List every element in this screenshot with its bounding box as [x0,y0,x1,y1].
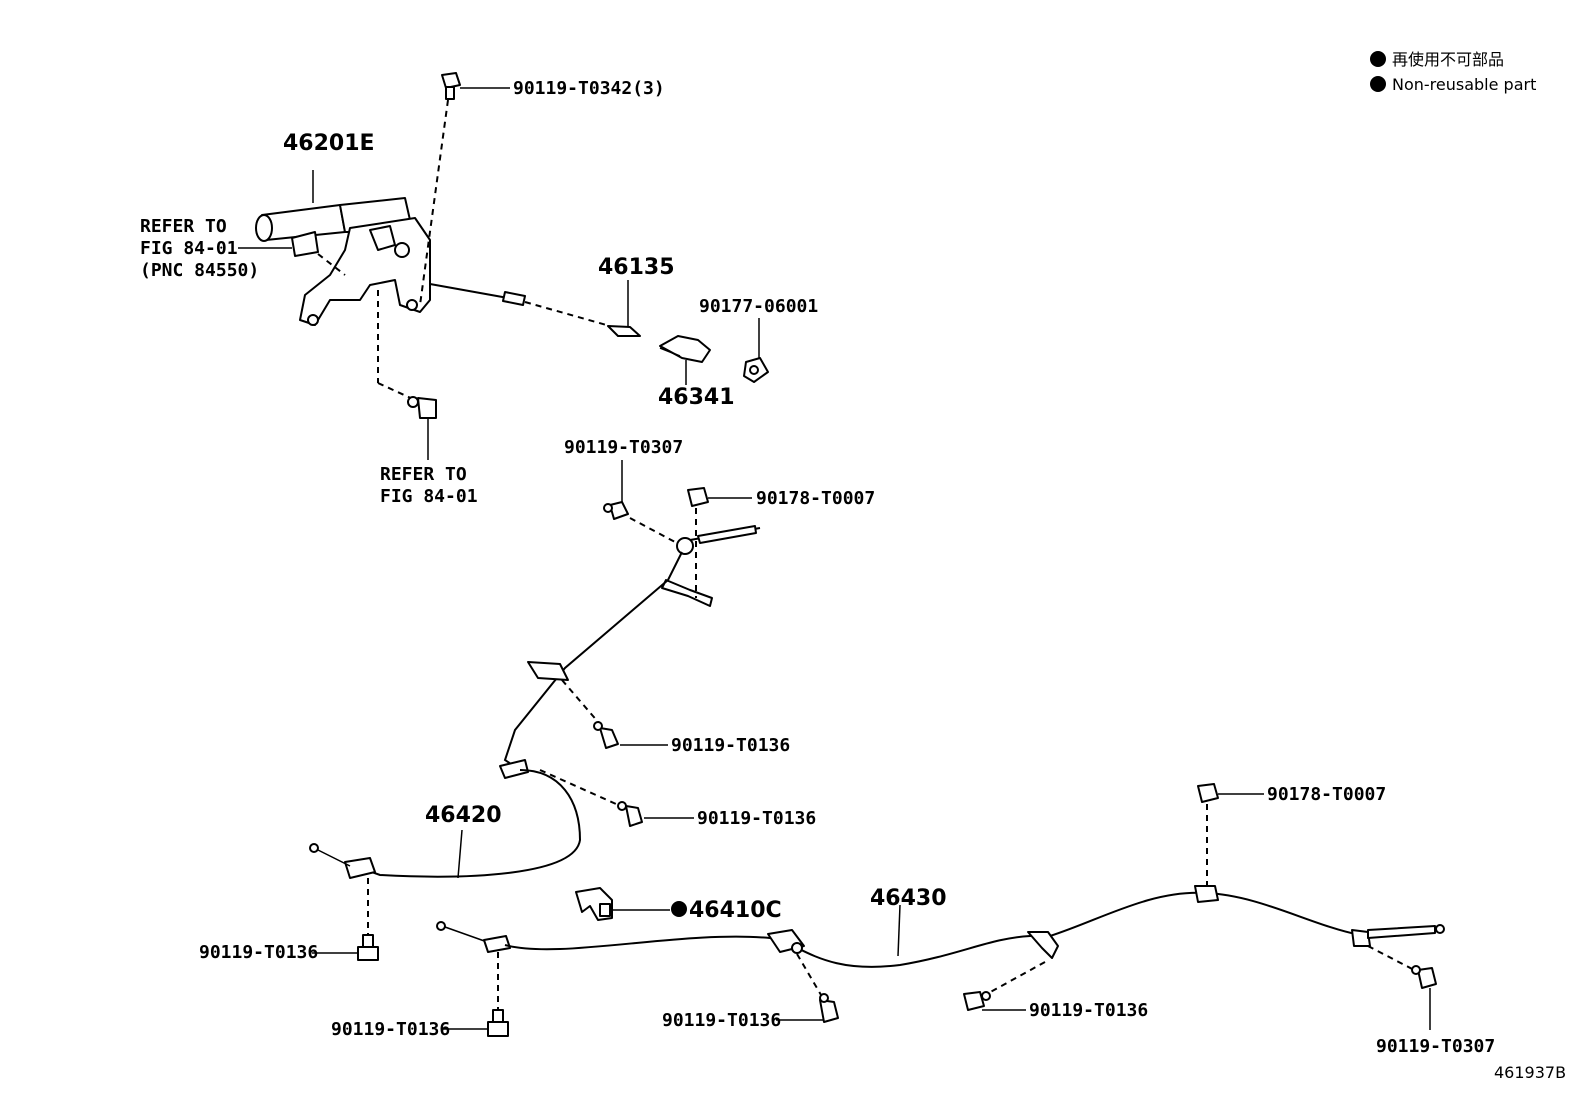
refer-label-2a: REFER TO [380,464,467,485]
cable-no2[interactable] [309,525,761,879]
non-reusable-dot-icon [671,901,687,917]
bolt-t0136-e-icon [819,993,839,1023]
bolt-t0136-f-icon [963,991,991,1011]
label-bolt-t0307-right: 90119-T0307 [1376,1036,1495,1057]
label-yoke: 46341 [658,385,735,410]
bolt-t0307-top-icon [603,501,629,520]
label-bolt-t0307-top: 90119-T0307 [564,437,683,458]
label-cable-no2: 46420 [425,803,502,828]
label-nut-06001: 90177-06001 [699,296,818,317]
label-bolt-t0136-c: 90119-T0136 [199,942,318,963]
nut-t0007-top-icon [687,487,709,507]
refer-label-2b: FIG 84-01 [380,486,478,507]
non-reusable-dot-icon [1370,51,1386,67]
yoke-icon [659,335,711,363]
clamp-icon [575,887,613,921]
label-nut-t0007-top: 90178-T0007 [756,488,875,509]
label-nut-t0007-right: 90178-T0007 [1267,784,1386,805]
label-bolt-t0136-f: 90119-T0136 [1029,1000,1148,1021]
equalizer-icon [607,325,641,337]
legend-line-en: Non-reusable part [1392,75,1536,94]
refer-label-1c: (PNC 84550) [140,260,259,281]
non-reusable-dot-icon [1370,76,1386,92]
bolt-t0136-d-icon [487,1009,509,1037]
bolt-t0307-right-icon [1411,965,1437,989]
nut-t0007-right-icon [1197,783,1219,803]
label-bolt-t0136-a: 90119-T0136 [671,735,790,756]
legend-line-ja: 再使用不可部品 [1392,50,1504,69]
label-clamp: 46410C [689,898,782,923]
legend: 再使用不可部品 Non-reusable part [1370,50,1536,94]
label-lever-assy: 46201E [283,131,375,156]
label-equalizer: 46135 [598,255,675,280]
label-bolt-t0136-b: 90119-T0136 [697,808,816,829]
bolt-refer-icon [407,396,437,419]
refer-label-1b: FIG 84-01 [140,238,238,259]
diagram-id: 461937B [1494,1063,1566,1082]
label-bolt-t0136-e: 90119-T0136 [662,1010,781,1031]
bolt-t0136-c-icon [357,934,379,961]
nut-06001-icon [743,357,769,383]
label-bolt-t0136-d: 90119-T0136 [331,1019,450,1040]
refer-label-1a: REFER TO [140,216,227,237]
bolt-t0136-a-icon [593,721,619,749]
bolt-top-icon [441,72,461,100]
parking-brake-lever-assy[interactable] [255,197,526,326]
label-cable-no3: 46430 [870,886,947,911]
bolt-t0136-b-icon [617,801,643,827]
label-bolt-t0342: 90119-T0342(3) [513,78,665,99]
